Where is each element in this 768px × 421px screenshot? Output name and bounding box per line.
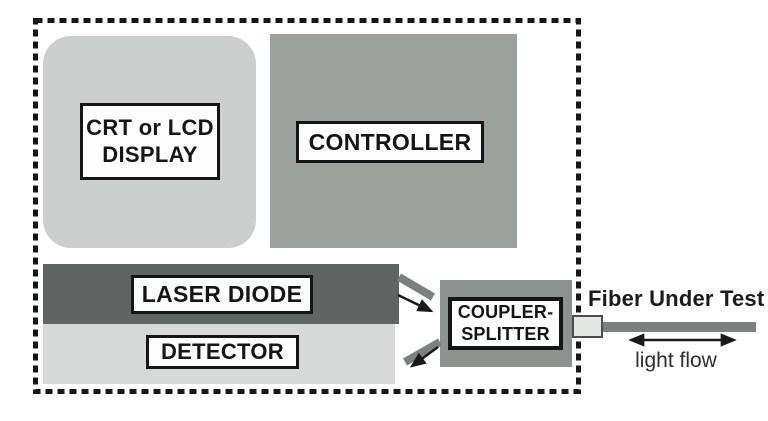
laser-diode-label-text: LASER DIODE xyxy=(141,281,303,308)
display-label-box: CRT or LCD DISPLAY xyxy=(80,103,220,180)
detector-label-text: DETECTOR xyxy=(160,338,284,364)
laser-diode-label-box: LASER DIODE xyxy=(131,275,313,314)
coupler-label-line1: COUPLER- xyxy=(457,302,554,323)
light-flow-label: light flow xyxy=(635,349,717,372)
coupler-to-detector-arrow xyxy=(409,345,439,368)
detector-label-box: DETECTOR xyxy=(146,335,299,369)
coupler-label-line2: SPLITTER xyxy=(461,323,550,344)
fiber-under-test-label: Fiber Under Test xyxy=(588,286,765,311)
controller-label-text: CONTROLLER xyxy=(308,128,472,155)
display-label-line1: CRT or LCD xyxy=(86,114,214,140)
coupler-splitter-label-box: COUPLER- SPLITTER xyxy=(448,297,563,350)
coupler-to-detector-optical-path xyxy=(403,338,442,366)
fiber-connector xyxy=(572,315,603,338)
fiber-under-test-line xyxy=(602,322,756,332)
display-label-line2: DISPLAY xyxy=(102,141,198,167)
laser-to-coupler-arrow xyxy=(397,293,434,313)
laser-to-coupler-optical-path xyxy=(396,273,436,301)
controller-label-box: CONTROLLER xyxy=(296,121,484,163)
